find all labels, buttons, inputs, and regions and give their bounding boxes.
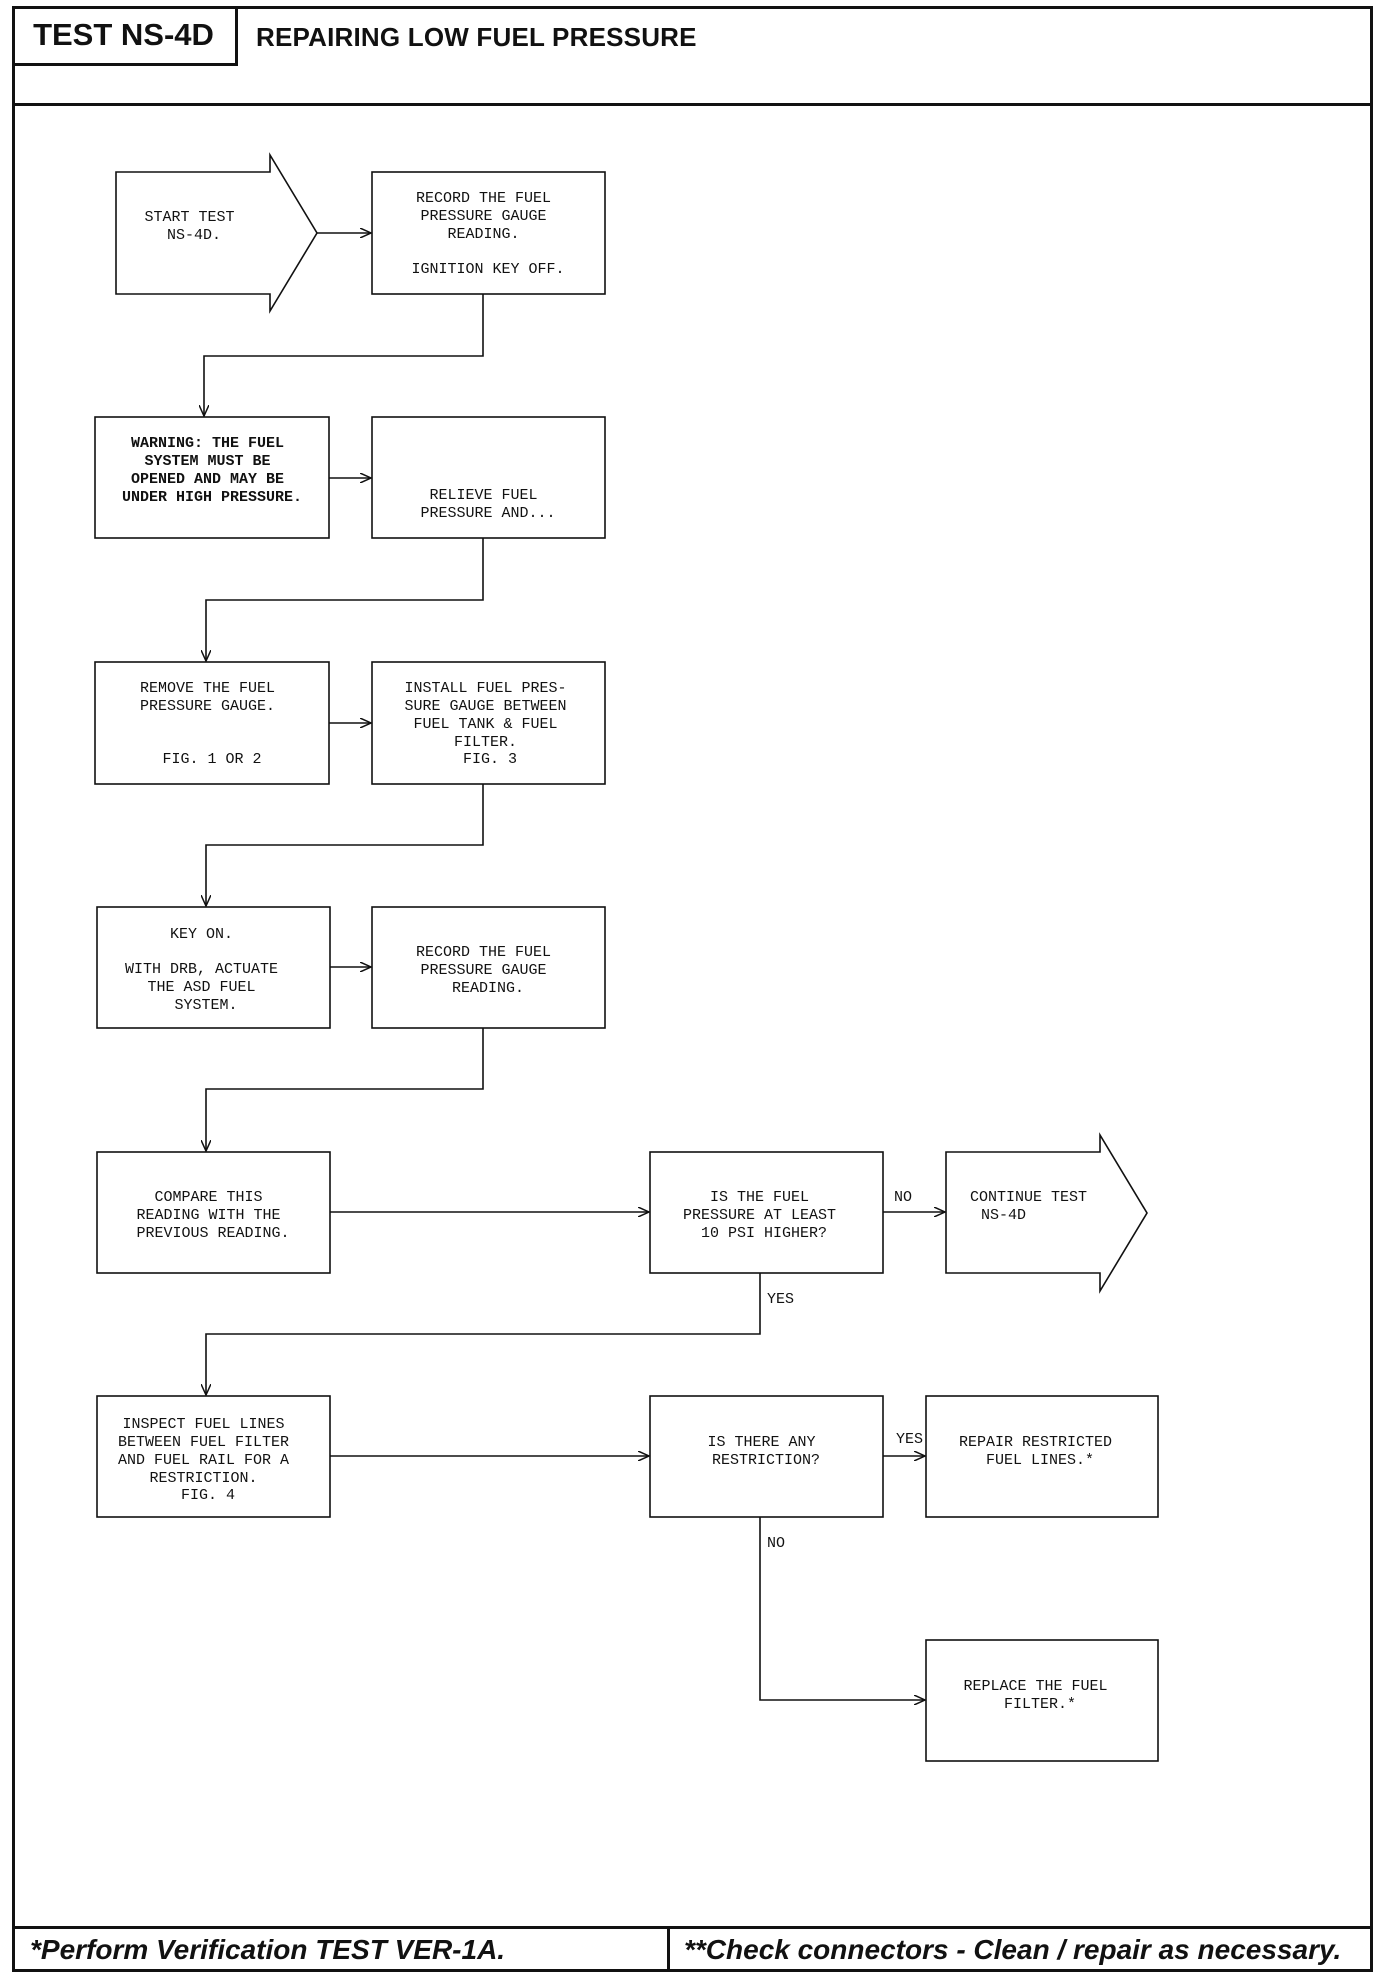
connector-record2-compare [206, 1028, 484, 1151]
connector-relieve-remove [206, 538, 484, 661]
install-text: INSTALL FUEL PRES- SURE GAUGE BETWEEN FU… [404, 680, 575, 768]
continue-text: CONTINUE TEST NS-4D [970, 1189, 1096, 1224]
repair-text: REPAIR RESTRICTED FUEL LINES.* [959, 1434, 1121, 1469]
test-id: TEST NS-4D [12, 6, 238, 66]
connector-record1-warning [204, 294, 484, 416]
connector-question2-replace [759, 1517, 925, 1700]
keyon-text: KEY ON. WITH DRB, ACTUATE THE ASD FUEL S… [125, 926, 287, 1014]
connector-question1-inspect [206, 1273, 761, 1395]
footer-note-connectors: **Check connectors - Clean / repair as n… [684, 1934, 1342, 1965]
relieve-text: RELIEVE FUEL PRESSURE AND... [420, 487, 555, 522]
compare-text: COMPARE THIS READING WITH THE PREVIOUS R… [136, 1189, 289, 1242]
record1-box [371, 171, 606, 295]
question2-text: IS THERE ANY RESTRICTION? [707, 1434, 824, 1469]
label-yes-2: YES [896, 1431, 923, 1448]
warning-text: WARNING: THE FUEL SYSTEM MUST BE OPENED … [122, 435, 302, 506]
label-no-2: NO [767, 1535, 785, 1552]
install-box [371, 661, 606, 785]
page-title: REPAIRING LOW FUEL PRESSURE [256, 22, 697, 52]
label-no-1: NO [894, 1189, 912, 1206]
continue-arrow-shape [945, 1132, 1148, 1294]
replace-box [925, 1639, 1159, 1762]
record1-text: RECORD THE FUEL PRESSURE GAUGE READING. … [411, 190, 564, 278]
page-frame [12, 6, 1373, 1972]
inspect-text: INSPECT FUEL LINES BETWEEN FUEL FILTER A… [118, 1416, 298, 1504]
footer-note-verification: *Perform Verification TEST VER-1A. [30, 1934, 506, 1965]
relieve-box [371, 416, 606, 539]
header-bar [12, 6, 1373, 106]
start-text: START TEST NS-4D. [144, 209, 243, 244]
record2-text: RECORD THE FUEL PRESSURE GAUGE READING. [416, 944, 560, 997]
footer-bar [12, 1926, 1373, 1972]
footer-divider [667, 1926, 670, 1972]
record2-box [371, 906, 606, 1029]
remove-text: REMOVE THE FUEL PRESSURE GAUGE. FIG. 1 O… [140, 680, 284, 768]
start-arrow-shape [115, 152, 318, 314]
question1-text: IS THE FUEL PRESSURE AT LEAST 10 PSI HIG… [683, 1189, 845, 1242]
replace-text: REPLACE THE FUEL FILTER.* [963, 1678, 1116, 1713]
repair-box [925, 1395, 1159, 1518]
label-yes-1: YES [767, 1291, 794, 1308]
connector-install-keyon [206, 784, 484, 906]
